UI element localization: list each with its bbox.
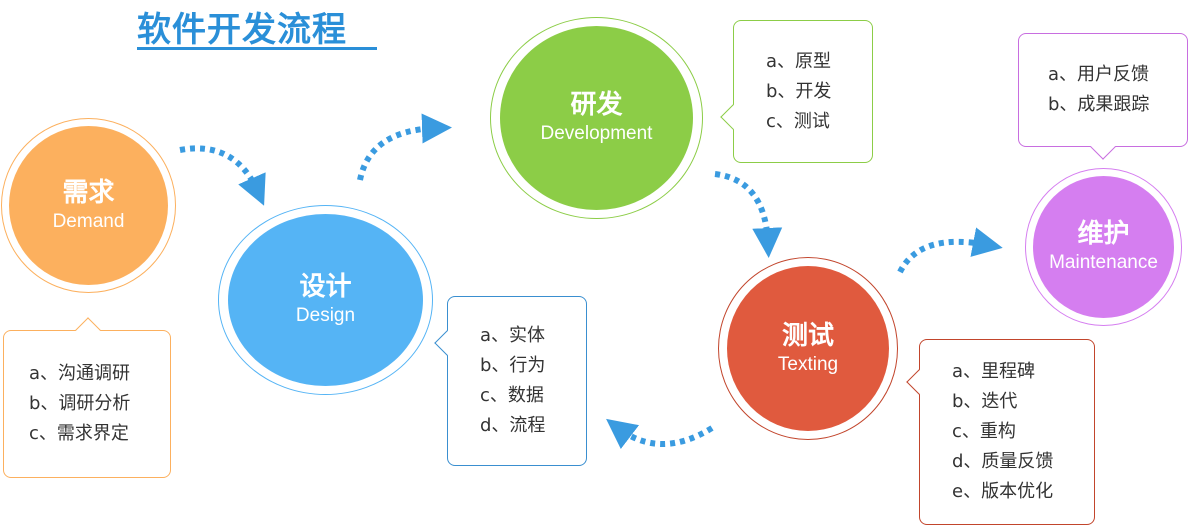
stage-demand-name-cn: 需求 bbox=[62, 177, 115, 208]
stage-testing: 测试 Texting bbox=[718, 257, 898, 440]
list-item: b、开发 bbox=[766, 80, 832, 102]
list-item: b、行为 bbox=[480, 355, 546, 376]
list-item: a、实体 bbox=[480, 325, 546, 346]
list-item: a、沟通调研 bbox=[29, 363, 131, 384]
list-item: c、测试 bbox=[766, 110, 830, 132]
arrow-design-to-development-icon bbox=[357, 113, 452, 181]
page-title: 软件开发流程 bbox=[137, 10, 347, 50]
stage-design-name-cn: 设计 bbox=[299, 272, 352, 302]
list-item: a、原型 bbox=[766, 50, 832, 72]
list-item: b、迭代 bbox=[952, 391, 1018, 412]
stage-design-details: a、实体 b、行为 c、数据 d、流程 bbox=[447, 296, 587, 466]
list-item: a、用户反馈 bbox=[1048, 64, 1150, 85]
stage-design-name-en: Design bbox=[295, 305, 356, 326]
stage-demand-details: a、沟通调研 b、调研分析 c、需求界定 bbox=[3, 330, 171, 478]
stage-development: 研发 Development bbox=[490, 17, 703, 219]
stage-design: 设计 Design bbox=[218, 205, 433, 395]
stage-testing-details: a、里程碑 b、迭代 c、重构 d、质量反馈 e、版本优化 bbox=[919, 339, 1095, 525]
list-item: c、数据 bbox=[480, 385, 544, 406]
list-item: b、成果跟踪 bbox=[1048, 94, 1150, 115]
stage-maintenance: 维护 Maintenance bbox=[1025, 168, 1182, 326]
stage-demand-name-en: Demand bbox=[52, 210, 125, 232]
list-item: a、里程碑 bbox=[952, 361, 1036, 382]
list-item: b、调研分析 bbox=[29, 393, 131, 414]
stage-demand: 需求 Demand bbox=[1, 118, 176, 293]
stage-development-details: a、原型 b、开发 c、测试 bbox=[733, 20, 873, 163]
stage-testing-name-cn: 测试 bbox=[781, 320, 834, 351]
title-underline bbox=[137, 47, 377, 50]
arrow-development-to-testing-icon bbox=[714, 171, 783, 258]
arrow-testing-to-maintenance-icon bbox=[897, 227, 1003, 274]
stage-testing-name-en: Texting bbox=[777, 353, 839, 375]
list-item: c、重构 bbox=[952, 421, 1016, 442]
list-item: d、流程 bbox=[480, 415, 546, 436]
stage-maintenance-name-cn: 维护 bbox=[1077, 219, 1130, 249]
stage-maintenance-details: a、用户反馈 b、成果跟踪 bbox=[1018, 33, 1188, 147]
stage-development-name-en: Development bbox=[540, 123, 653, 144]
stage-development-name-cn: 研发 bbox=[570, 90, 623, 120]
arrow-demand-to-design-icon bbox=[179, 145, 266, 206]
list-item: e、版本优化 bbox=[952, 481, 1054, 502]
stage-maintenance-name-en: Maintenance bbox=[1049, 252, 1158, 273]
list-item: d、质量反馈 bbox=[952, 451, 1054, 472]
list-item: c、需求界定 bbox=[29, 423, 129, 444]
arrow-testing-to-design-icon bbox=[606, 418, 714, 450]
